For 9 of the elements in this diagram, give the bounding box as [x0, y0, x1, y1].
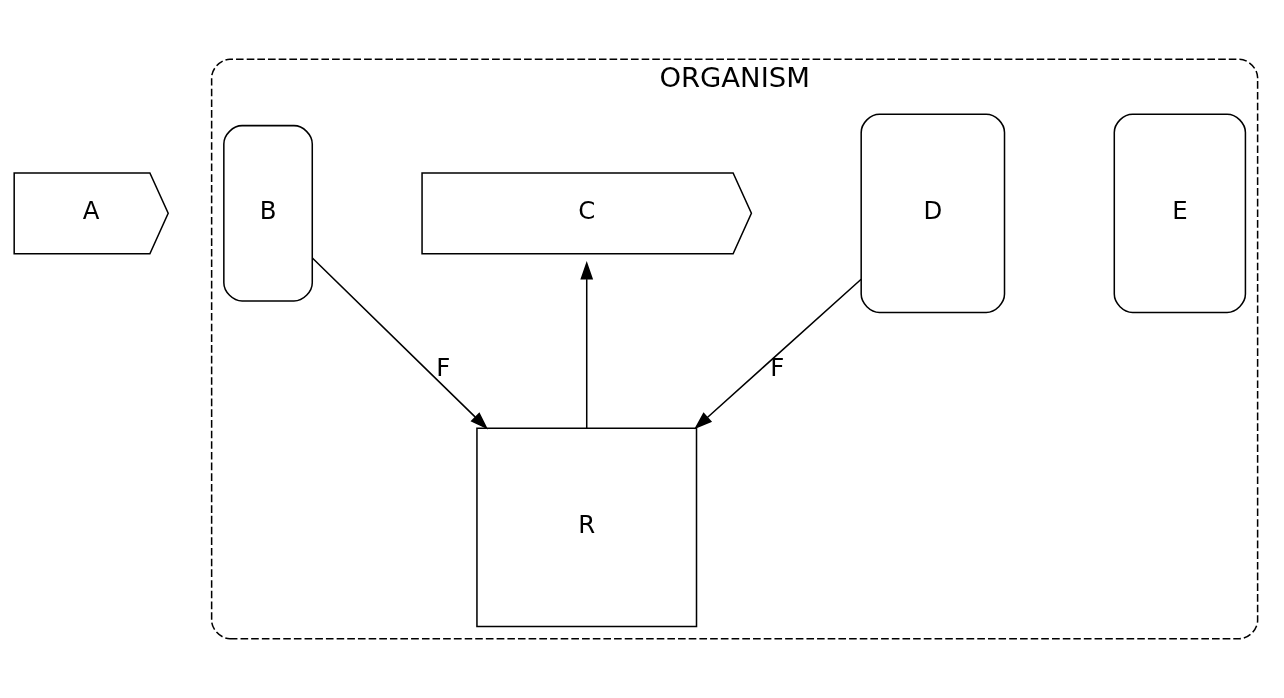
node-box: R — [476, 427, 698, 628]
node-box: E — [1113, 113, 1247, 314]
edge-label: F — [770, 353, 785, 383]
arrow — [580, 261, 594, 429]
arrow — [311, 257, 489, 430]
arrow — [694, 278, 862, 430]
node-box: B — [223, 124, 314, 302]
edge-label: F — [436, 353, 451, 383]
node-box: D — [860, 113, 1006, 314]
